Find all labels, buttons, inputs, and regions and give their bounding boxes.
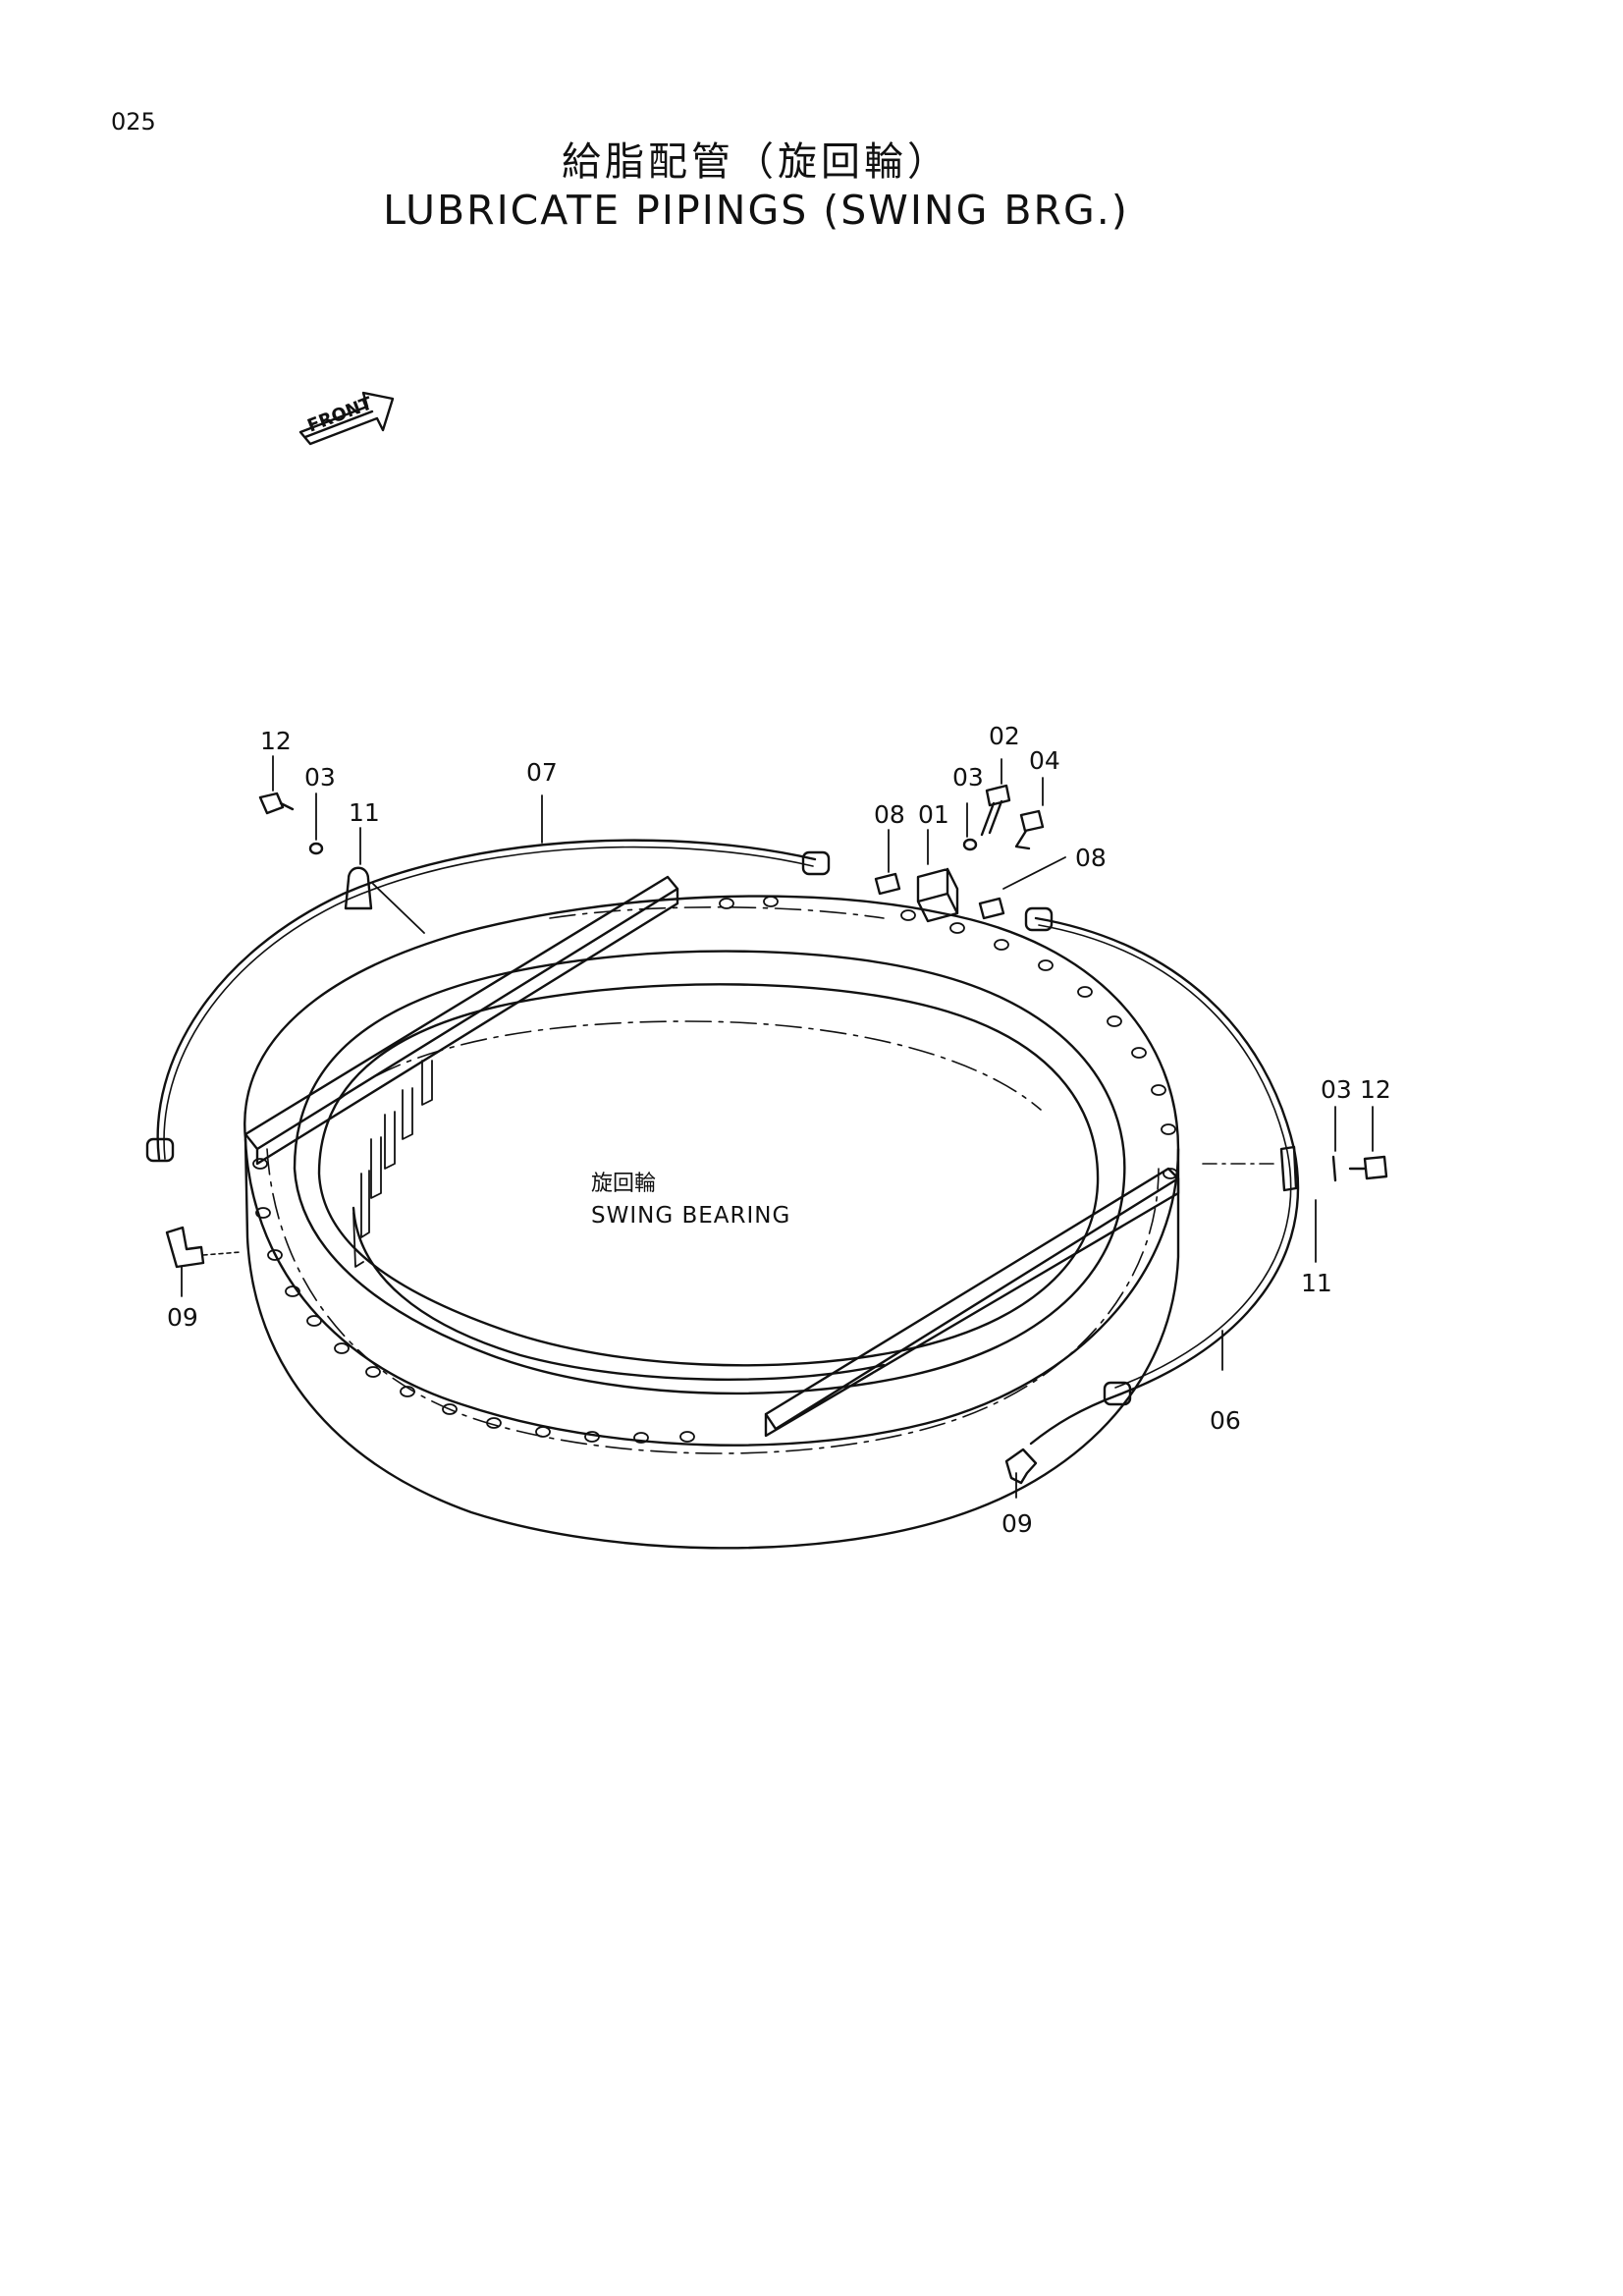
support-beam-upper <box>243 875 679 1166</box>
pipe-nut-left <box>145 1137 175 1163</box>
adapter-08-right <box>978 897 1005 920</box>
bearing-outer-bottom-edge <box>243 1137 1180 1550</box>
bolt-02 <box>980 784 1011 837</box>
race-centerline <box>338 1020 1042 1111</box>
clip-11-left <box>344 866 373 910</box>
pipe-nut-top <box>801 850 831 876</box>
front-arrow-icon <box>298 391 395 446</box>
bolt-circle-centerline <box>266 1148 1160 1454</box>
pipe-07 <box>156 839 817 1161</box>
center-label-japanese: 旋回輪 <box>591 1172 656 1196</box>
fitting-04 <box>1014 809 1045 850</box>
callout-labels: 12 03 11 07 02 04 03 08 01 08 03 12 09 1… <box>167 722 1391 1538</box>
clip-11-right <box>1279 1145 1298 1192</box>
gear-teeth <box>352 1060 433 1268</box>
callout-03-center: 03 <box>952 763 984 792</box>
callout-11-right: 11 <box>1301 1269 1332 1297</box>
callout-08-left: 08 <box>874 800 905 829</box>
callout-01: 01 <box>918 800 949 829</box>
leader-lines <box>181 755 1374 1499</box>
elbow-09-right <box>1004 1448 1038 1485</box>
support-beam-lower <box>764 1167 1180 1438</box>
center-label-english: SWING BEARING <box>591 1203 790 1229</box>
adapter-08-left <box>874 872 901 896</box>
pipe-nut-lower <box>1103 1381 1132 1406</box>
callout-07: 07 <box>526 758 558 787</box>
upper-centerline <box>549 905 885 919</box>
pipe-nut-right <box>1024 906 1054 932</box>
bearing-outer-top-edge <box>243 895 1180 1447</box>
washer-03-center <box>962 838 978 851</box>
callout-04: 04 <box>1029 746 1060 775</box>
title-english: LUBRICATE PIPINGS (SWING BRG.) <box>383 187 1129 234</box>
callout-06: 06 <box>1210 1406 1241 1435</box>
callout-12-right: 12 <box>1360 1075 1391 1104</box>
washer-03-left <box>308 842 324 855</box>
callout-02: 02 <box>989 722 1020 750</box>
callout-11-left: 11 <box>349 798 380 827</box>
bearing-inner-edge <box>293 950 1126 1395</box>
callout-03-left: 03 <box>304 763 336 792</box>
bearing-gear-wall <box>352 1206 886 1381</box>
page-number: 025 <box>111 108 156 136</box>
bolt-12-left <box>258 792 295 815</box>
title-japanese: 給脂配管（旋回輪） <box>562 139 950 185</box>
distribution-block-01 <box>916 867 959 923</box>
elbow-09-left <box>165 1226 205 1269</box>
bolt-holes <box>252 896 1178 1444</box>
callout-09-left: 09 <box>167 1303 198 1332</box>
washer-03-right <box>1331 1155 1337 1182</box>
callout-12-left: 12 <box>260 727 292 755</box>
front-label: FRONT <box>304 393 375 437</box>
bolt-12-right <box>1348 1155 1388 1180</box>
callout-08-right: 08 <box>1075 844 1107 872</box>
callout-09-right: 09 <box>1001 1509 1033 1538</box>
callout-03-right: 03 <box>1321 1075 1352 1104</box>
